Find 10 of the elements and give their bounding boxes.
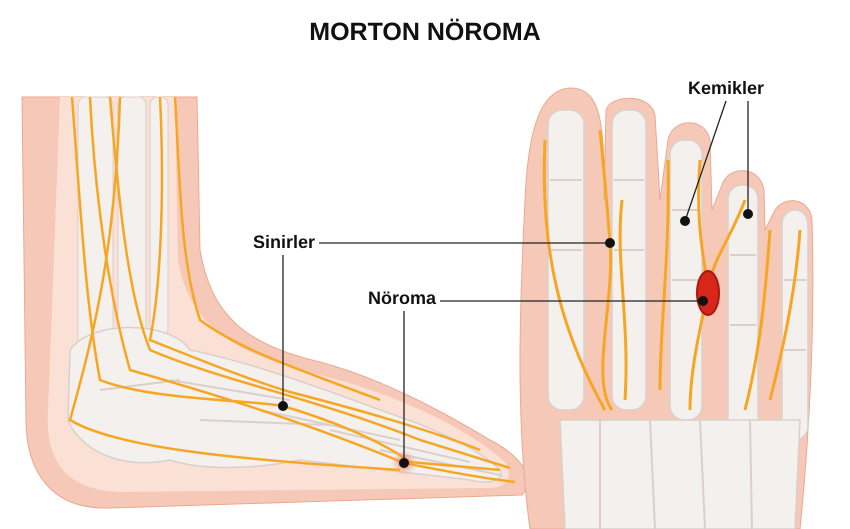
leader-line	[743, 101, 753, 219]
leader-line	[319, 238, 615, 248]
part-label: Sinirler	[253, 232, 316, 253]
leader-line	[680, 100, 727, 226]
leader-line	[440, 296, 708, 306]
leader-line	[399, 311, 409, 468]
part-label: Nöroma	[368, 288, 436, 309]
title: MORTON NÖROMA	[308, 18, 542, 47]
leader-line	[278, 255, 288, 411]
part-label: Kemikler	[688, 78, 764, 99]
